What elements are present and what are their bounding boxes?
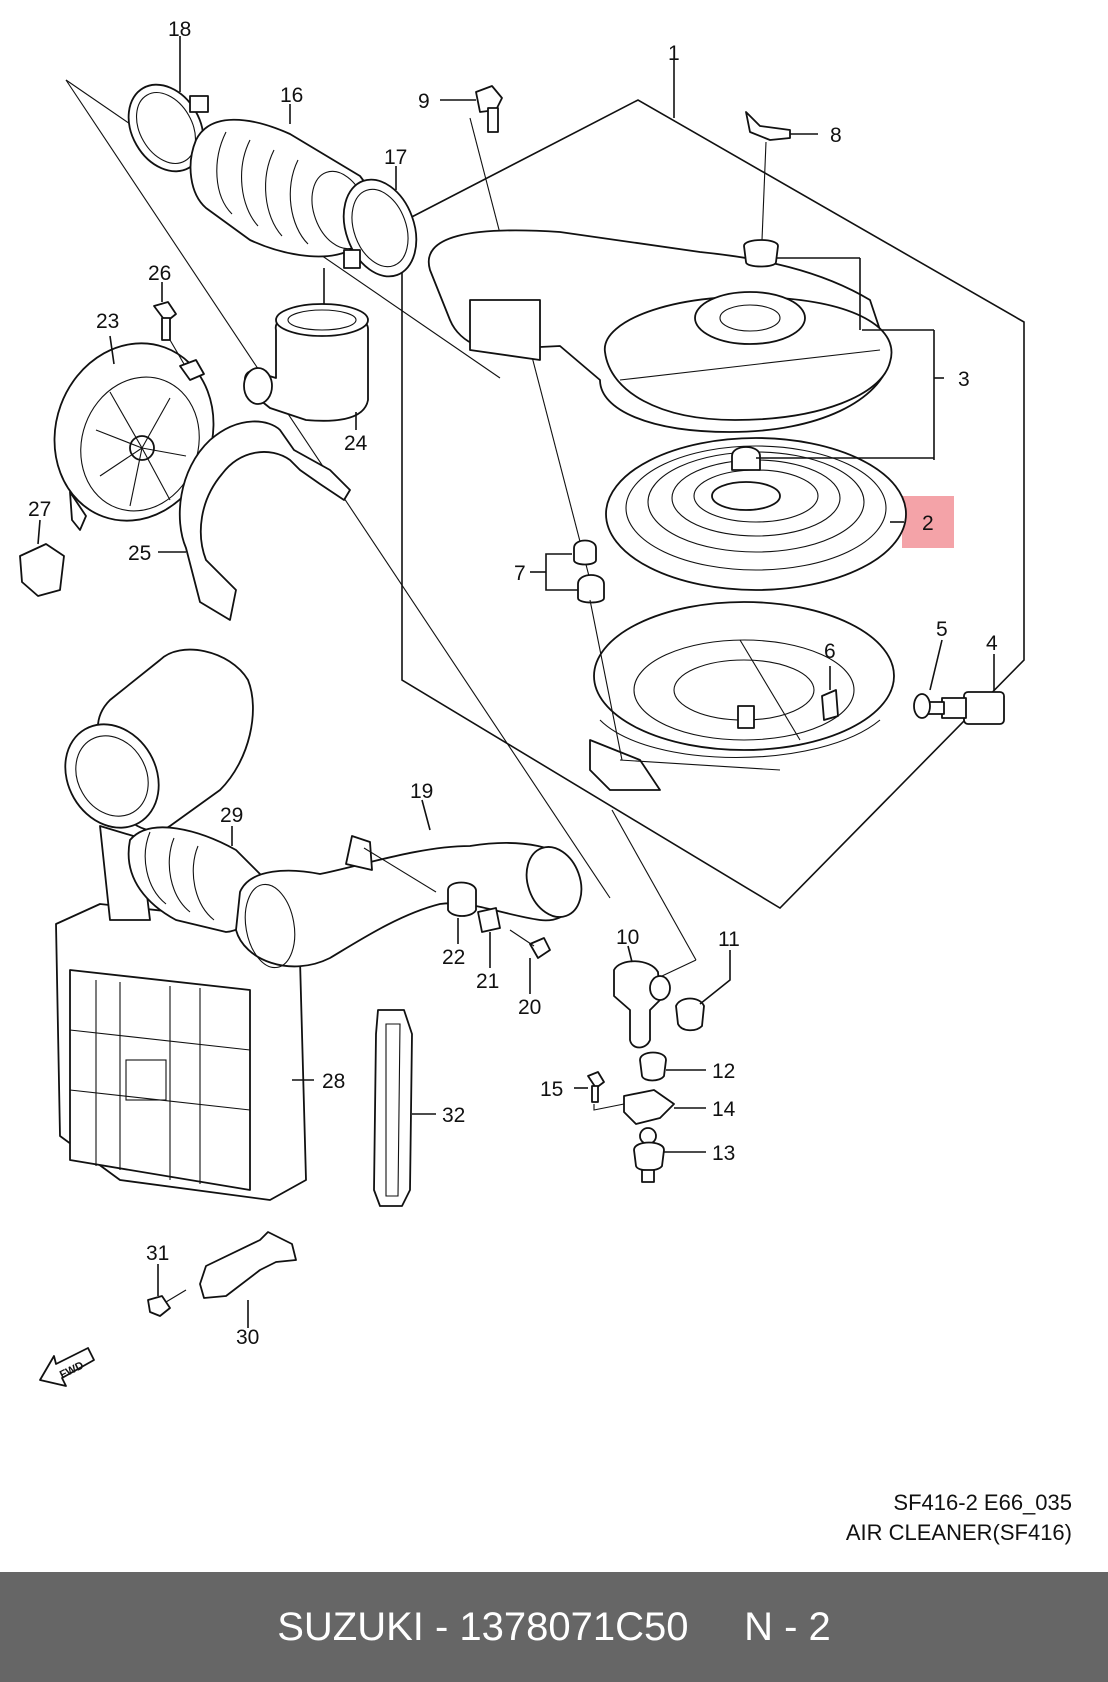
callout-28: 28 xyxy=(322,1070,345,1093)
callout-27: 27 xyxy=(28,498,51,521)
duct-part-24 xyxy=(243,303,369,422)
part-number-footer: SUZUKI - 1378071C50 N - 2 xyxy=(0,1572,1108,1682)
parts-diagram: 1 2 3 4 5 6 7 8 9 10 11 12 13 14 15 16 1… xyxy=(19,18,1025,1387)
hose-part-19 xyxy=(235,835,583,969)
diagram-code: SF416-2 E66_035 xyxy=(893,1490,1072,1515)
callout-1: 1 xyxy=(668,42,680,65)
clamp-part-18 xyxy=(127,83,209,173)
callout-20: 20 xyxy=(518,996,541,1019)
callout-12: 12 xyxy=(712,1060,735,1083)
strap-part-32 xyxy=(373,1009,413,1207)
callout-15: 15 xyxy=(540,1078,563,1101)
callout-17: 17 xyxy=(384,146,407,169)
sensor-part-4 xyxy=(921,691,1005,725)
screw-part-26 xyxy=(153,301,177,341)
grommet-part-12 xyxy=(639,1051,667,1082)
collar-part-21 xyxy=(477,907,501,933)
callout-25: 25 xyxy=(128,542,151,565)
mount-part-13 xyxy=(633,1127,665,1183)
callout-8: 8 xyxy=(830,124,842,147)
fwd-arrow-icon: FWD xyxy=(39,1347,95,1387)
ring-part-5 xyxy=(913,693,931,719)
bracket-part-14 xyxy=(623,1089,675,1125)
callout-5: 5 xyxy=(936,618,948,641)
callout-29: 29 xyxy=(220,804,243,827)
callout-2: 2 xyxy=(922,512,934,535)
callout-16: 16 xyxy=(280,84,303,107)
resonator-part-28 xyxy=(55,903,307,1201)
fan-cover-part-23 xyxy=(53,342,215,531)
callout-13: 13 xyxy=(712,1142,735,1165)
elbow-part-10 xyxy=(613,960,671,1049)
air-filter-element xyxy=(605,437,907,591)
callout-21: 21 xyxy=(476,970,499,993)
bracket-part-30 xyxy=(199,1231,297,1299)
clip-part-11 xyxy=(675,997,705,1032)
part-number-text: SUZUKI - 1378071C50 N - 2 xyxy=(277,1604,831,1649)
callout-7: 7 xyxy=(514,562,526,585)
clip-part-6 xyxy=(821,689,839,721)
filter-highlight xyxy=(902,496,954,548)
callout-3: 3 xyxy=(958,368,970,391)
bolt-part-31 xyxy=(147,1289,187,1317)
bolt-part-9 xyxy=(475,85,503,133)
callout-19: 19 xyxy=(410,780,433,803)
cap-part-27 xyxy=(19,543,65,597)
bracket-part-8 xyxy=(745,111,791,141)
callout-4: 4 xyxy=(986,632,998,655)
callout-30: 30 xyxy=(236,1326,259,1349)
callout-6: 6 xyxy=(824,640,836,663)
intake-snorkel xyxy=(64,648,254,921)
callout-11: 11 xyxy=(718,928,740,951)
callout-18: 18 xyxy=(168,18,191,41)
lower-housing xyxy=(589,601,895,791)
grommet-part-22 xyxy=(447,881,477,917)
callout-23: 23 xyxy=(96,310,119,333)
grommets-part-7 xyxy=(573,539,605,604)
callout-22: 22 xyxy=(442,946,465,969)
screw-part-15 xyxy=(587,1071,605,1103)
callout-31: 31 xyxy=(146,1242,169,1265)
callout-26: 26 xyxy=(148,262,171,285)
callout-9: 9 xyxy=(418,90,430,113)
callout-32: 32 xyxy=(442,1104,465,1127)
callout-24: 24 xyxy=(344,432,368,455)
callout-14: 14 xyxy=(712,1098,736,1121)
assembly-outline xyxy=(401,99,1025,910)
clamp-part-17 xyxy=(342,178,418,278)
diagram-title: AIR CLEANER(SF416) xyxy=(845,1520,1072,1545)
upper-housing-cover xyxy=(427,229,893,433)
strap-part-25 xyxy=(178,420,351,621)
callout-10: 10 xyxy=(616,926,639,949)
bolt-part-20 xyxy=(509,929,551,959)
